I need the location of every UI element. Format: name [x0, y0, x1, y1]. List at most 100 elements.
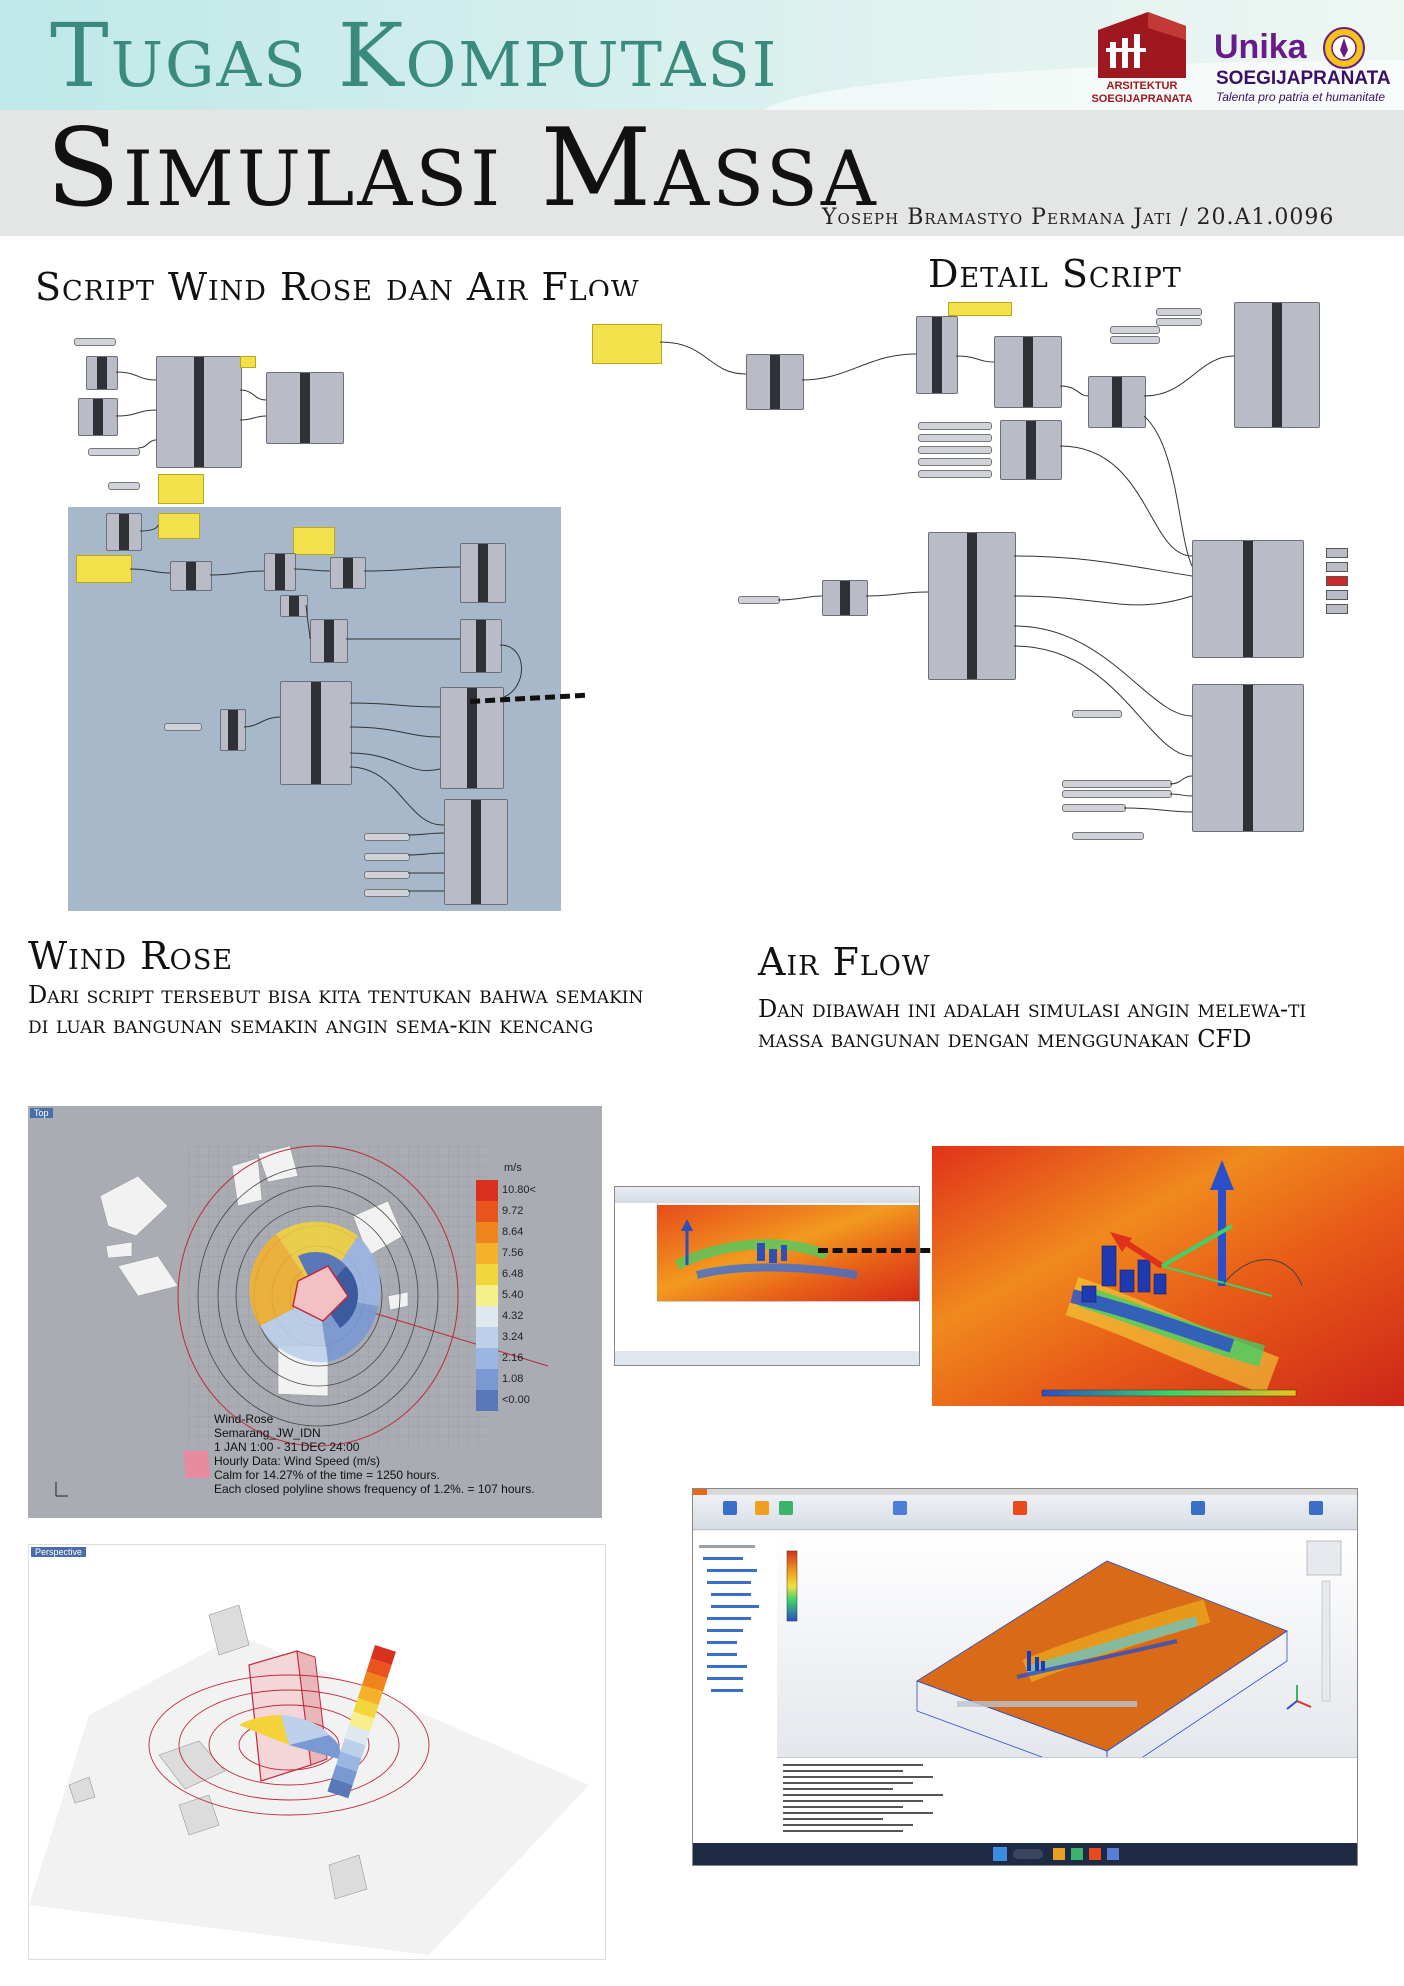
gh-note — [592, 324, 662, 364]
windrose-top-graphic — [55, 1145, 549, 1497]
windrose-perspective-viewport[interactable]: Perspective — [28, 1544, 606, 1960]
gh-output-marker — [1326, 604, 1348, 614]
gh-output-marker — [1326, 548, 1348, 558]
gh-slider — [918, 434, 992, 442]
gh-node-windrose-params — [1192, 684, 1304, 832]
cfd-zoom-view[interactable] — [932, 1146, 1404, 1406]
viewport-label-top: Top — [30, 1108, 53, 1118]
gh-node — [78, 398, 118, 436]
gh-note — [158, 513, 200, 539]
gh-slider — [364, 833, 410, 841]
gh-slider — [918, 470, 992, 478]
gh-output-marker — [1326, 590, 1348, 600]
gh-slider — [364, 853, 410, 861]
arsitektur-line1: ARSITEKTUR — [1106, 80, 1178, 92]
gh-node — [1088, 376, 1146, 428]
airflow-title: Air Flow — [758, 940, 931, 984]
legend-swatch — [476, 1390, 498, 1411]
gh-node — [994, 336, 1062, 408]
caption-line: Each closed polyline shows frequency of … — [214, 1482, 535, 1496]
gh-note — [293, 527, 335, 555]
gh-slider — [1110, 326, 1160, 334]
gh-slider — [364, 889, 410, 897]
gh-toggle — [74, 338, 116, 346]
cfd-viewport-large — [777, 1531, 1357, 1757]
gh-slider — [1072, 710, 1122, 718]
gh-node — [1000, 420, 1062, 480]
window-titlebar — [693, 1489, 1357, 1495]
taskbar-app-icon[interactable] — [1053, 1848, 1065, 1860]
legend-value: 1.08 — [502, 1373, 524, 1385]
gh-node-main — [156, 356, 242, 468]
legend-value: 2.16 — [502, 1352, 524, 1364]
airflow-description: Dan dibawah ini adalah simulasi angin me… — [758, 995, 1307, 1053]
legend-swatch — [476, 1327, 498, 1348]
gh-toggle — [108, 482, 140, 490]
ribbon-icon[interactable] — [1191, 1501, 1205, 1515]
gh-node-main — [1234, 302, 1320, 428]
ribbon-icon[interactable] — [723, 1501, 737, 1515]
gh-slider — [918, 446, 992, 454]
detail-section-title: Detail Script — [928, 252, 1182, 296]
gh-node — [220, 709, 246, 751]
gh-node — [460, 619, 502, 673]
unika-logo: Unika SOEGIJAPRANATA Talenta pro patria … — [1208, 26, 1400, 112]
taskbar-app-icon[interactable] — [1071, 1848, 1083, 1860]
script-section-title: Script Wind Rose dan Air Flow — [35, 265, 640, 309]
legend-swatch — [476, 1180, 498, 1201]
unika-seal-icon — [1323, 27, 1365, 69]
taskbar-app-icon[interactable] — [1107, 1848, 1119, 1860]
legend-value: <0.00 — [502, 1394, 530, 1406]
gh-slider — [364, 871, 410, 879]
gh-wires — [115, 371, 267, 449]
gh-node — [264, 553, 296, 591]
cfd-window-small[interactable] — [614, 1186, 920, 1366]
cfd-log-panel — [777, 1757, 1357, 1843]
viewport-label-perspective: Perspective — [31, 1547, 87, 1557]
unika-line2: SOEGIJAPRANATA — [1216, 68, 1391, 89]
windrose-perspective-graphic — [29, 1604, 589, 1955]
windrose-top-viewport[interactable]: Top — [28, 1106, 602, 1518]
legend-swatch — [476, 1306, 498, 1327]
gh-note — [76, 555, 132, 583]
gh-script-blue-panel — [68, 507, 561, 911]
gh-node — [280, 595, 308, 617]
gh-node — [460, 543, 506, 603]
gh-node — [822, 580, 868, 616]
arsitektur-logo: ARSITEKTUR SOEGIJAPRANATA — [1088, 8, 1196, 108]
legend-swatch — [476, 1243, 498, 1264]
gh-slider — [918, 458, 992, 466]
legend-value: 4.32 — [502, 1310, 524, 1322]
gh-node — [86, 356, 118, 390]
gh-note — [158, 474, 204, 504]
gh-node — [746, 354, 804, 410]
ribbon-icon[interactable] — [779, 1501, 793, 1515]
legend-swatch — [476, 1201, 498, 1222]
cfd-ribbon — [615, 1187, 919, 1203]
legend-value: 5.40 — [502, 1289, 524, 1301]
legend-unit: m/s — [504, 1162, 522, 1174]
taskbar-app-icon[interactable] — [1089, 1848, 1101, 1860]
legend-value: 7.56 — [502, 1247, 524, 1259]
gh-node — [330, 557, 366, 589]
author-line: Yoseph Bramastyo Permana Jati / 20.A1.00… — [822, 205, 1335, 230]
gh-detail-script — [588, 296, 1320, 842]
gh-node-main — [280, 681, 352, 785]
cfd-window-large[interactable] — [692, 1488, 1358, 1866]
gh-slider — [918, 422, 992, 430]
windrose-description: Dari script tersebut bisa kita tentukan … — [28, 981, 644, 1039]
legend-swatch — [476, 1264, 498, 1285]
legend-value: 6.48 — [502, 1268, 524, 1280]
gh-slider — [88, 448, 140, 456]
ribbon-icon[interactable] — [893, 1501, 907, 1515]
unika-motto: Talenta pro patria et humanitate — [1216, 90, 1386, 104]
search-icon[interactable] — [1013, 1849, 1043, 1859]
caption-line: 1 JAN 1:00 - 31 DEC 24:00 — [214, 1440, 360, 1454]
ribbon-icon[interactable] — [755, 1501, 769, 1515]
gh-node — [444, 799, 508, 905]
ribbon-icon[interactable] — [1013, 1501, 1027, 1515]
start-icon[interactable] — [993, 1847, 1007, 1861]
legend-swatch — [476, 1285, 498, 1306]
legend-swatch — [476, 1348, 498, 1369]
ribbon-icon[interactable] — [1309, 1501, 1323, 1515]
